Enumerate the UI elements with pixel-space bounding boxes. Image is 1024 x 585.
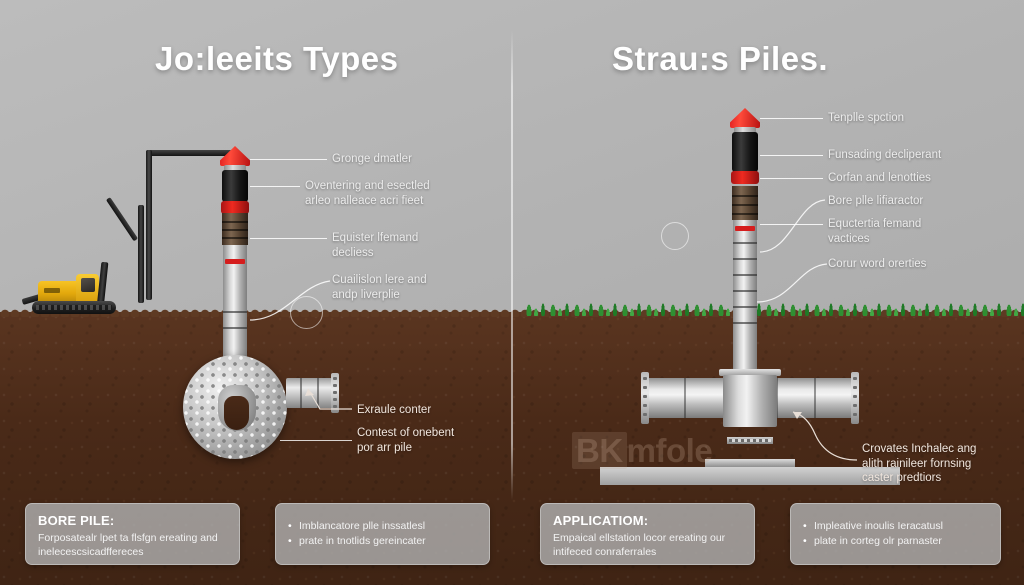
leader-arrow-left-5: [305, 388, 352, 410]
base-sleeper-right: [600, 467, 900, 485]
list-item: prate in tnotlids gereincater: [288, 534, 426, 549]
pile-cap-collar-right: [734, 127, 756, 133]
annot-right-5: Equctertia femand vactices: [828, 218, 922, 245]
leader-line-left-1: [250, 159, 327, 161]
leader-curve-left-4: [249, 280, 331, 321]
annot-left-1: Gronge dmatler: [332, 153, 412, 165]
base-cap-plate-right: [719, 369, 781, 376]
pile-black-segment-right: [732, 132, 758, 172]
caption-bore-pile-list-items: Imblancatore plle inssatlesl prate in tn…: [288, 519, 426, 549]
excavator-track: [32, 301, 116, 314]
leader-line-left-6: [280, 440, 352, 442]
pipe-flange-right-east: [851, 372, 859, 424]
leader-line-left-3: [250, 238, 327, 240]
annot-right-3: Corfan and lenotties: [828, 172, 931, 184]
pile-red-tick-right: [735, 226, 755, 231]
page-title-left: Jo:leeits Types: [155, 40, 399, 77]
grass-strip: [524, 292, 1024, 316]
crane-mast: [146, 150, 152, 300]
caption-application-body: Empaical ellstation locor ereating our i…: [553, 532, 726, 558]
annot-left-3: Equister lfemand decliess: [332, 232, 419, 259]
detail-circle-left: [290, 296, 323, 329]
leader-curve-right-7: [792, 411, 858, 461]
base-drum-right: [723, 375, 777, 427]
leader-curve-right-6: [756, 263, 828, 303]
page-title-right: Strau:s Piles.: [612, 40, 829, 77]
caption-application: APPLICATIOM: Empaical ellstation locor e…: [540, 503, 755, 565]
crane-brace-vertical: [138, 205, 144, 303]
annot-left-4: Cuailislon lere and andp liverplie: [332, 274, 427, 301]
excavator-window: [81, 278, 95, 292]
caption-application-list-items: Impleative inoulis Ieracatusl plate in c…: [803, 519, 943, 549]
borehole-annulus: [183, 355, 287, 459]
pile-red-band-left: [221, 201, 249, 214]
pile-red-tick-left: [225, 259, 245, 264]
annot-right-4: Bore plle lifiaractor: [828, 195, 924, 207]
caption-application-list: Impleative inoulis Ieracatusl plate in c…: [790, 503, 1001, 565]
pile-shaft-right: [733, 220, 757, 380]
detail-circle-right: [661, 222, 689, 250]
watermark-mark: BK: [572, 432, 627, 469]
panel-divider: [511, 30, 513, 500]
pipe-flange-left: [331, 373, 339, 413]
leader-line-right-1: [760, 118, 823, 120]
caption-bore-pile: BORE PILE: Forposatealr lpet ta flsfgn e…: [25, 503, 240, 565]
base-small-flange-right: [727, 437, 773, 444]
pile-black-segment-left: [222, 170, 248, 202]
annot-right-2: Funsading decliperant: [828, 149, 942, 161]
pile-cap-collar-left: [224, 165, 246, 171]
pile-bronze-segment-right: [732, 186, 758, 220]
annot-left-5: Exraule conter: [357, 404, 432, 416]
crane-boom: [146, 150, 232, 156]
pile-shaft-left: [223, 245, 247, 365]
caption-bore-pile-list: Imblancatore plle inssatlesl prate in tn…: [275, 503, 490, 565]
pile-red-band-right: [731, 171, 759, 184]
leader-curve-right-4: [759, 199, 826, 253]
annot-left-6: Contest of onebent por arr pile: [357, 427, 455, 454]
leader-line-right-5: [760, 224, 823, 226]
pipe-flange-right-west: [641, 372, 649, 424]
excavator-decal: [44, 288, 60, 293]
leader-line-left-2: [250, 186, 300, 188]
annot-right-1: Tenplle spction: [828, 112, 905, 124]
list-item: Imblancatore plle inssatlesl: [288, 519, 426, 534]
watermark-name: mfole: [626, 432, 713, 469]
annot-right-7: Crovates Inchalec ang alith rainileer fo…: [862, 443, 977, 484]
annulus-core-cavity: [224, 396, 249, 430]
annot-left-2: Oventering and esectled arleo nalleace a…: [305, 180, 430, 207]
list-item: plate in corteg olr parnaster: [803, 534, 943, 549]
leader-line-right-3: [760, 178, 823, 180]
caption-bore-pile-body: Forposatealr lpet ta flsfgn ereating and…: [38, 532, 218, 558]
base-plate-right: [705, 459, 795, 467]
caption-bore-pile-heading: BORE PILE:: [38, 513, 115, 528]
annot-right-6: Corur word orerties: [828, 258, 927, 270]
leader-line-right-2: [760, 155, 823, 157]
list-item: Impleative inoulis Ieracatusl: [803, 519, 943, 534]
pile-bronze-segment-left: [222, 213, 248, 245]
caption-application-heading: APPLICATIOM:: [553, 513, 649, 528]
